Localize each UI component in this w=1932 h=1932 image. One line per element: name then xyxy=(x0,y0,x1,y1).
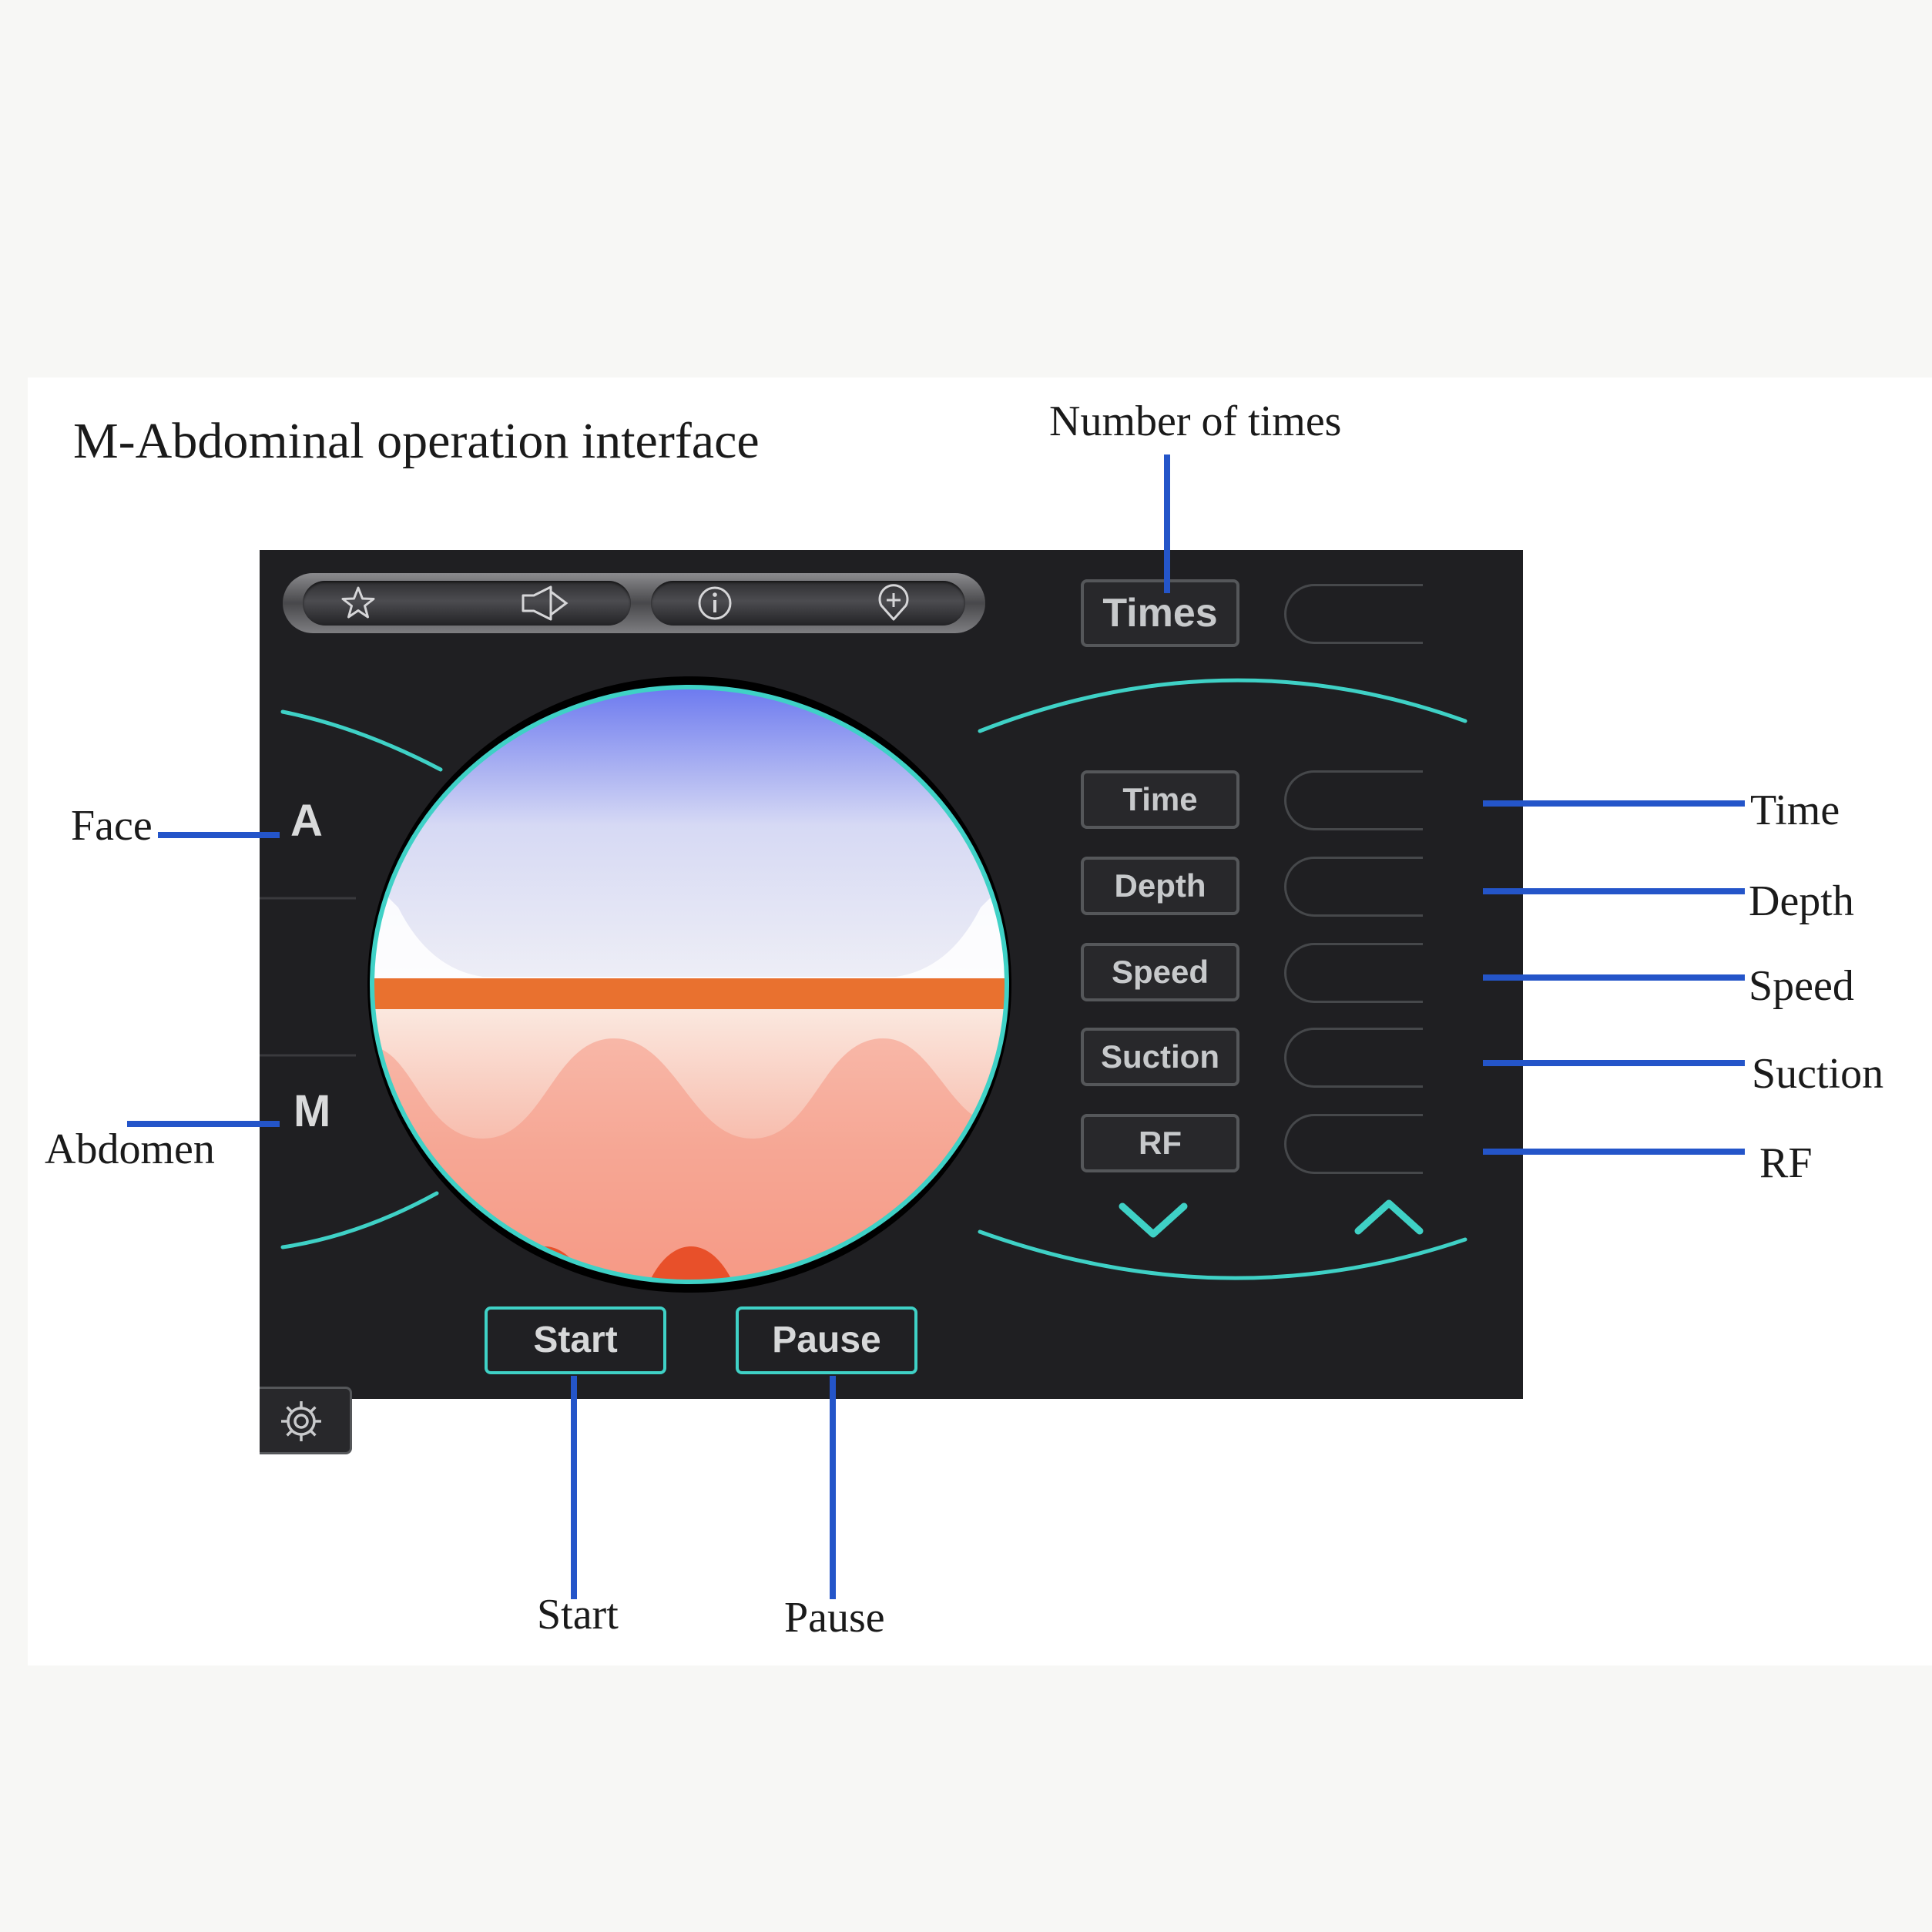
leader-suction xyxy=(1483,1060,1745,1066)
time-value-field[interactable] xyxy=(1284,770,1423,830)
diagram-title: M-Abdominal operation interface xyxy=(73,413,760,469)
suction-button[interactable]: Suction xyxy=(1081,1028,1239,1086)
suction-value-field[interactable] xyxy=(1284,1028,1423,1088)
depth-value-field[interactable] xyxy=(1284,857,1423,917)
label-speed: Speed xyxy=(1749,962,1854,1010)
speed-button[interactable]: Speed xyxy=(1081,943,1239,1001)
leader-number-of-times xyxy=(1164,454,1170,593)
location-pin-icon[interactable] xyxy=(874,584,913,622)
label-pause: Pause xyxy=(784,1594,885,1642)
info-icon[interactable] xyxy=(696,584,734,622)
label-suction: Suction xyxy=(1752,1050,1884,1098)
label-number-of-times: Number of times xyxy=(1049,397,1342,445)
label-face: Face xyxy=(71,802,153,850)
speed-value-field[interactable] xyxy=(1284,943,1423,1003)
leader-rf xyxy=(1483,1149,1745,1155)
leader-start xyxy=(571,1376,577,1599)
label-rf: RF xyxy=(1759,1139,1813,1187)
chevron-down-icon[interactable] xyxy=(1115,1197,1192,1243)
mode-a-button[interactable]: A xyxy=(290,796,323,846)
leader-abdomen xyxy=(127,1121,280,1127)
speaker-icon[interactable] xyxy=(518,584,572,622)
label-depth: Depth xyxy=(1749,877,1854,925)
leader-face xyxy=(158,832,280,838)
label-time: Time xyxy=(1750,787,1840,834)
pause-button[interactable]: Pause xyxy=(736,1306,917,1374)
time-button[interactable]: Time xyxy=(1081,770,1239,829)
leader-speed xyxy=(1483,974,1745,981)
gear-icon xyxy=(281,1401,321,1441)
chevron-up-icon[interactable] xyxy=(1350,1194,1427,1240)
times-value-field[interactable] xyxy=(1284,584,1423,644)
treatment-visualization xyxy=(367,676,1011,1293)
leader-time xyxy=(1483,800,1745,807)
operation-panel: Times A M xyxy=(260,550,1523,1454)
rf-value-field[interactable] xyxy=(1284,1114,1423,1174)
mode-m-button[interactable]: M xyxy=(293,1086,331,1136)
label-start: Start xyxy=(537,1591,619,1639)
leader-pause xyxy=(830,1376,836,1599)
rf-button[interactable]: RF xyxy=(1081,1114,1239,1172)
start-button[interactable]: Start xyxy=(485,1306,666,1374)
label-abdomen: Abdomen xyxy=(45,1125,215,1173)
settings-button[interactable] xyxy=(260,1387,352,1454)
times-button[interactable]: Times xyxy=(1081,579,1239,647)
top-toolbar xyxy=(283,573,985,633)
depth-button[interactable]: Depth xyxy=(1081,857,1239,915)
star-icon[interactable] xyxy=(339,584,377,622)
toolbar-right-segment xyxy=(651,581,965,626)
leader-depth xyxy=(1483,888,1745,894)
